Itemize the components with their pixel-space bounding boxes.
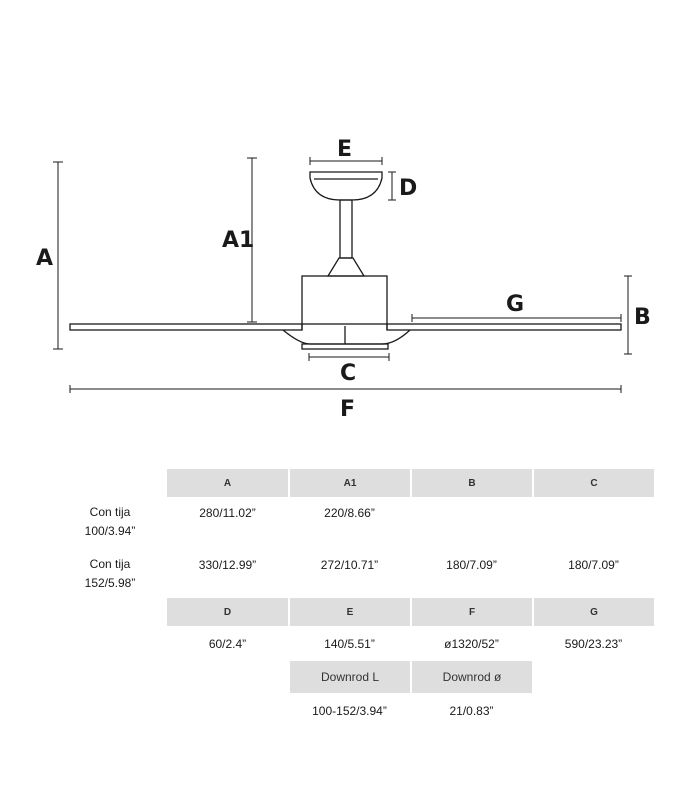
label-C: C xyxy=(340,361,356,386)
downrod xyxy=(339,199,353,259)
cell-r2-A1: 272/10.71” xyxy=(320,558,379,572)
row-label-con-tija-100: Con tija 100/3.94” xyxy=(84,505,136,538)
cell-D: 60/2.4” xyxy=(208,637,247,651)
blade-right xyxy=(386,323,622,331)
cell-F: ø1320/52” xyxy=(444,637,499,651)
cell-E: 140/5.51” xyxy=(324,637,375,651)
row-label-con-tija-152: Con tija 152/5.98” xyxy=(84,557,136,590)
label-E: E xyxy=(337,137,352,162)
motor-housing xyxy=(301,275,388,325)
label-F: F xyxy=(340,397,355,422)
table1-header-B: B xyxy=(412,469,532,497)
lower-housing xyxy=(282,329,411,345)
table3-header-downrod-length: Downrod L xyxy=(290,661,410,693)
label-G: G xyxy=(506,292,524,317)
light-cap xyxy=(301,343,389,350)
cell-r2-A: 330/12.99” xyxy=(198,558,257,572)
label-A: A xyxy=(36,246,53,271)
canopy-shape xyxy=(309,171,383,201)
table1-header-A: A xyxy=(167,469,288,497)
table2-header-E: E xyxy=(290,598,410,626)
label-B: B xyxy=(634,305,651,330)
cell-r1-A: 280/11.02” xyxy=(199,506,256,520)
cell-downrod-length: 100-152/3.94” xyxy=(312,704,387,718)
fan-dimension-diagram: A A1 E D G B C F xyxy=(36,137,651,422)
table2-header-D: D xyxy=(167,598,288,626)
cell-r2-B: 180/7.09” xyxy=(446,558,497,572)
table3-header-downrod-diameter: Downrod ø xyxy=(412,661,532,693)
cell-downrod-diameter: 21/0.83” xyxy=(449,704,494,718)
cell-r2-C: 180/7.09” xyxy=(568,558,619,572)
table2-header-F: F xyxy=(412,598,532,626)
table1-header-A1: A1 xyxy=(290,469,410,497)
table2-header-G: G xyxy=(534,598,654,626)
label-D: D xyxy=(399,176,417,201)
blade-left xyxy=(69,323,303,331)
label-A1: A1 xyxy=(222,228,254,253)
cell-r1-A1: 220/8.66” xyxy=(324,506,375,520)
cell-G: 590/23.23” xyxy=(564,637,623,651)
table1-header-C: C xyxy=(534,469,654,497)
coupling xyxy=(326,257,366,277)
